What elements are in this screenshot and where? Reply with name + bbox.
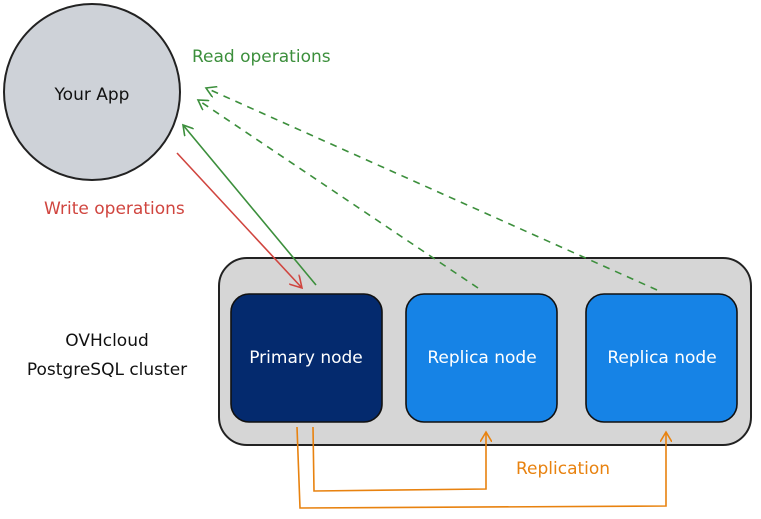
- read-arrow-replica-2: [206, 88, 658, 291]
- read-arrow-primary: [183, 125, 317, 286]
- read-arrow-replica-1: [198, 100, 479, 289]
- write-operations-label: Write operations: [44, 199, 185, 219]
- replication-label: Replication: [516, 459, 610, 479]
- replica-node-2: [585, 293, 738, 423]
- replica-node-1: [405, 293, 558, 423]
- replication-arrow-replica-2: [296, 426, 666, 509]
- primary-node-label: Primary node: [249, 348, 363, 368]
- read-operations-label: Read operations: [192, 47, 331, 67]
- write-arrow: [176, 152, 302, 288]
- app-label: Your App: [54, 85, 130, 105]
- replica-node-2-label: Replica node: [607, 348, 716, 368]
- replication-arrow-replica-1: [312, 426, 486, 492]
- cluster-label-line2: PostgreSQL cluster: [27, 360, 187, 380]
- primary-node: [230, 293, 383, 423]
- replica-node-1-label: Replica node: [427, 348, 536, 368]
- cluster-label-line1: OVHcloud: [65, 331, 149, 351]
- app-circle: [3, 3, 181, 181]
